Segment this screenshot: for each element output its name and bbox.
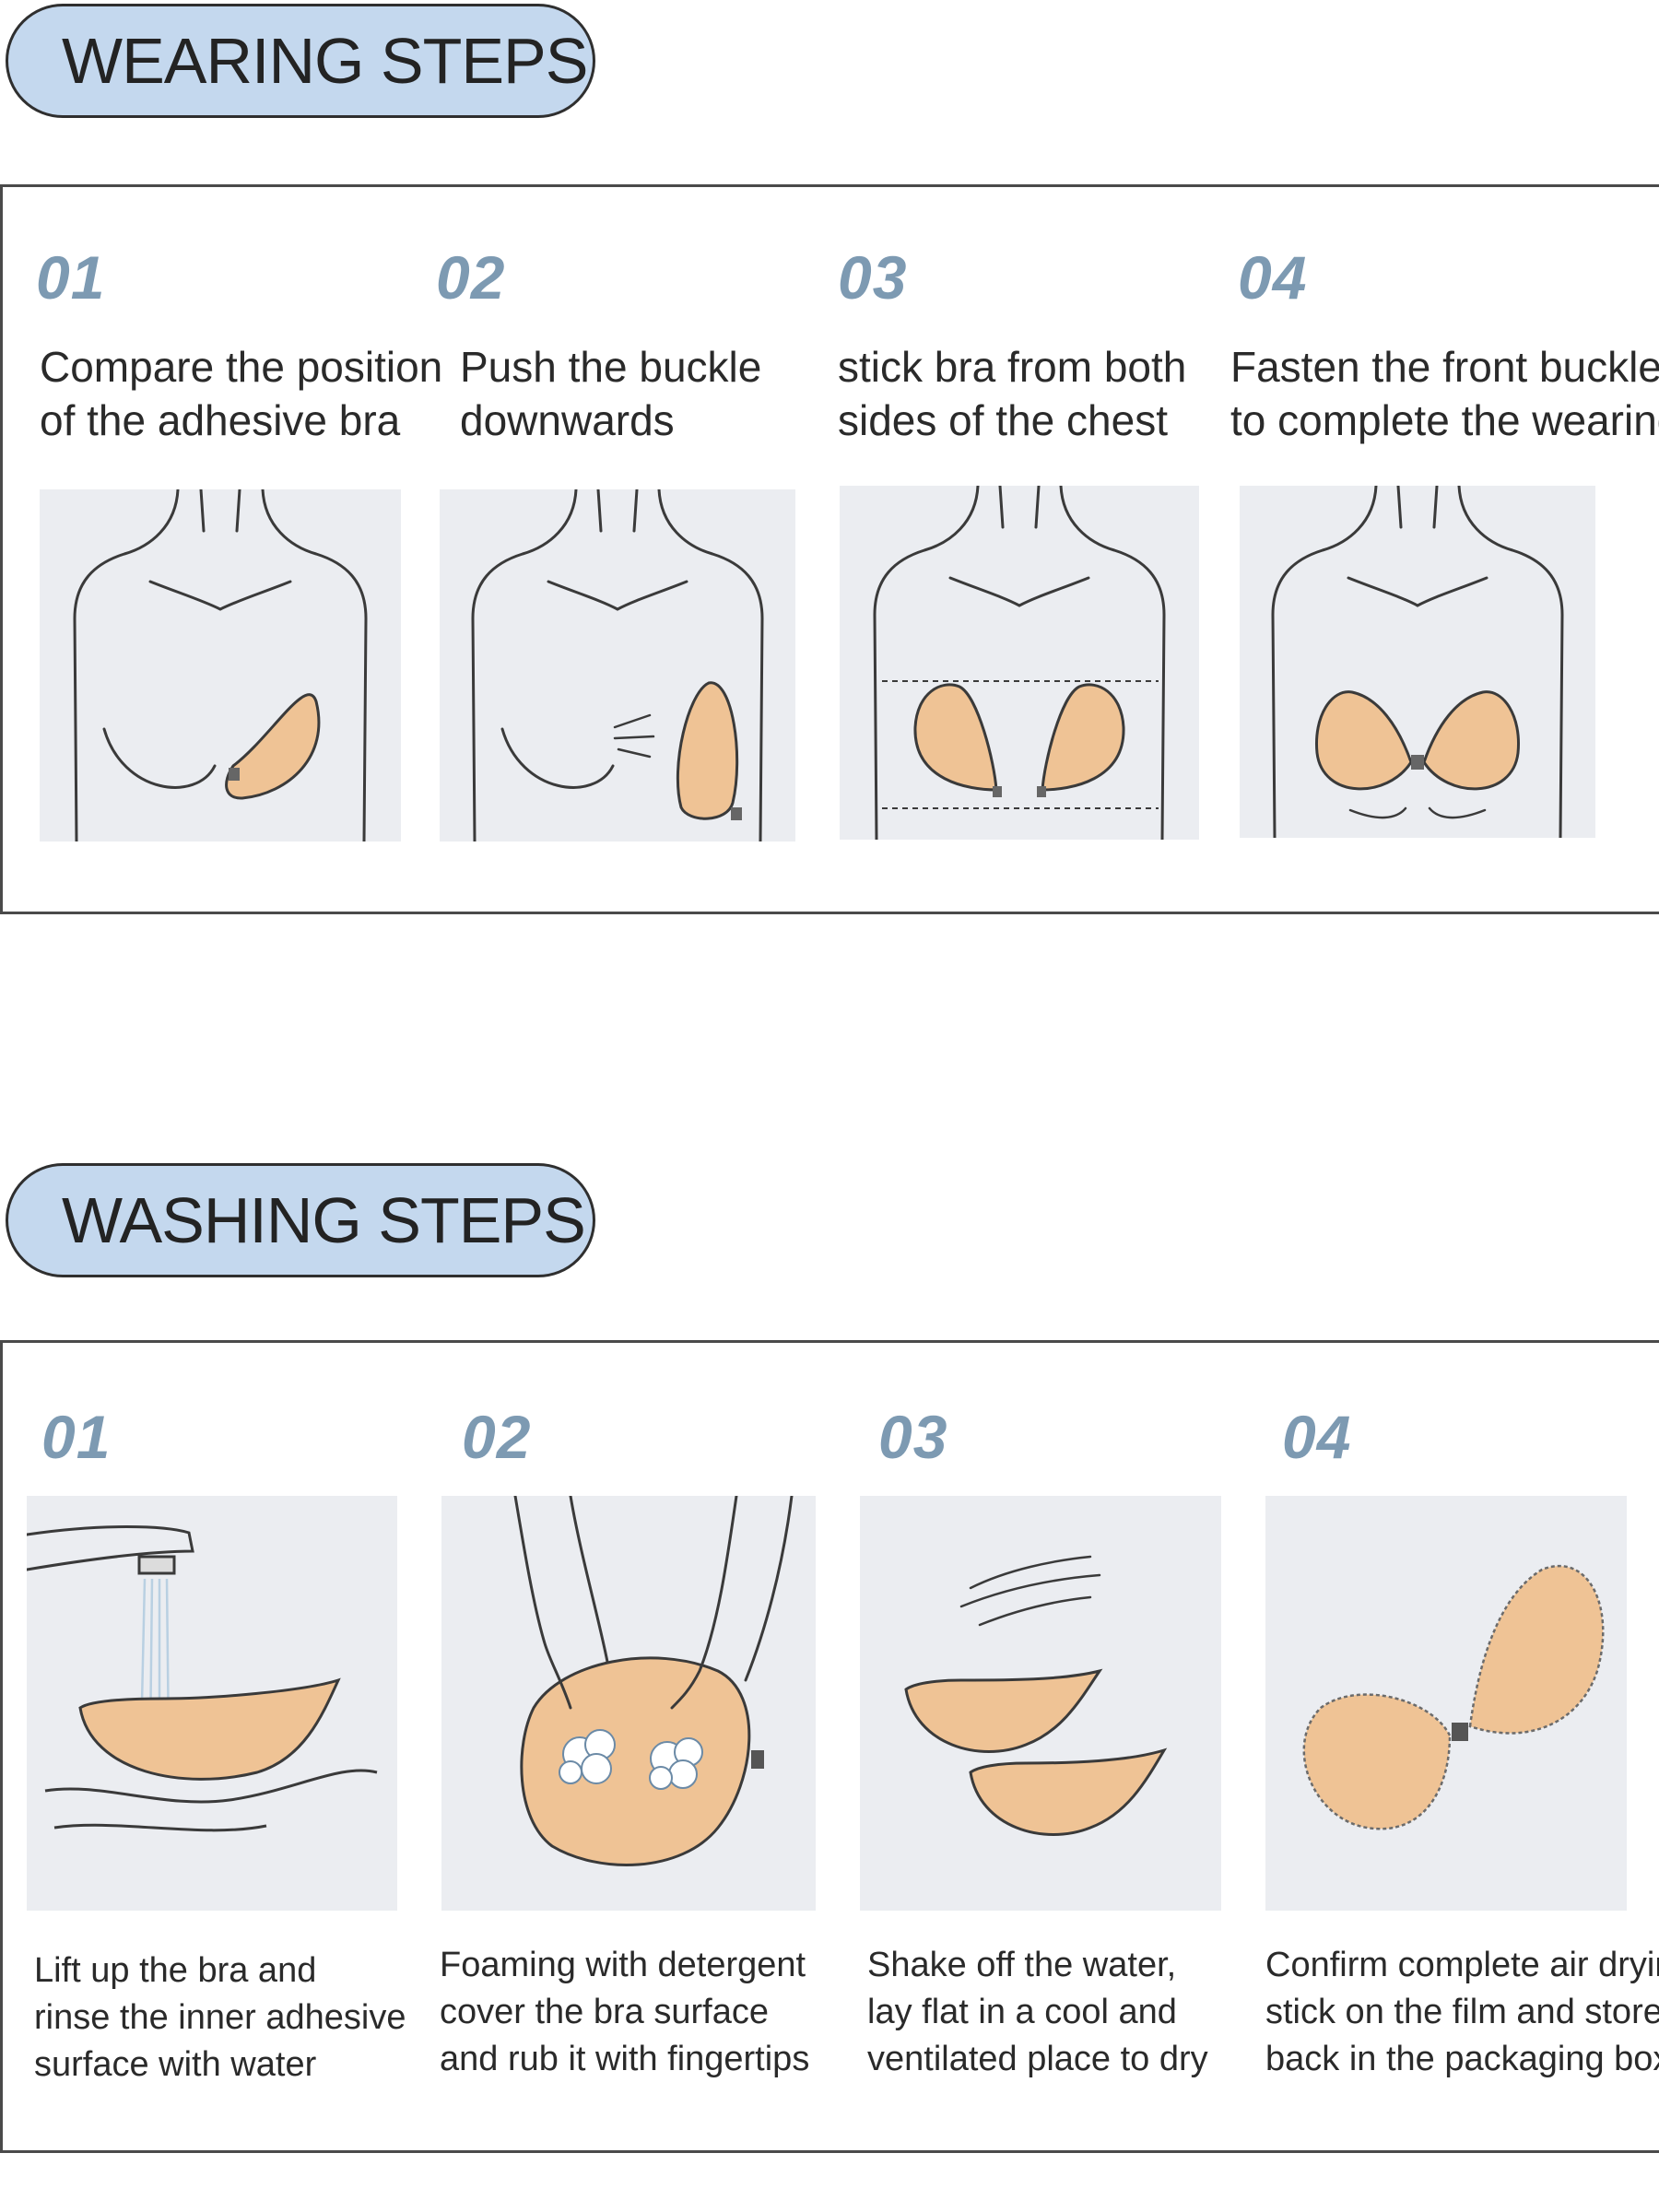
washing-steps-header: WASHING STEPS — [6, 1163, 595, 1277]
torso-illustration-stick — [840, 486, 1199, 840]
step-description-line: downwards — [460, 396, 675, 444]
step-description-line: surface with water — [34, 2045, 317, 2084]
drying-illustration — [860, 1496, 1221, 1911]
torso-illustration-compare — [40, 489, 401, 841]
step-number: 04 — [1238, 243, 1308, 312]
step-description: Lift up the bra and rinse the inner adhe… — [34, 1947, 406, 2088]
step-number: 03 — [838, 243, 908, 312]
step-description: Fasten the front buckle to complete the … — [1230, 340, 1659, 447]
step-description-line: rinse the inner adhesive — [34, 1998, 406, 2037]
step-description-line: ventilated place to dry — [867, 2040, 1208, 2078]
step-description: Push the buckle downwards — [460, 340, 761, 447]
rinse-illustration — [27, 1496, 397, 1911]
step-number: 02 — [462, 1403, 532, 1471]
step-description-line: Foaming with detergent — [440, 1946, 806, 1984]
foaming-illustration — [441, 1496, 816, 1911]
step-description-line: Lift up the bra and — [34, 1951, 317, 1990]
wearing-steps-header: WEARING STEPS — [6, 4, 595, 118]
step-description: Shake off the water, lay flat in a cool … — [867, 1942, 1208, 2083]
storage-illustration — [1265, 1496, 1627, 1911]
step-description: Confirm complete air drying stick on the… — [1265, 1942, 1659, 2083]
step-description-line: Compare the position — [40, 343, 443, 391]
step-description-line: cover the bra surface — [440, 1993, 769, 2031]
torso-illustration-push — [440, 489, 795, 841]
step-description-line: and rub it with fingertips — [440, 2040, 810, 2078]
wearing-steps-panel: 01 Compare the position of the adhesive … — [0, 184, 1659, 914]
step-description-line: stick bra from both — [838, 343, 1187, 391]
step-number: 04 — [1282, 1403, 1352, 1471]
step-number: 03 — [878, 1403, 948, 1471]
step-number: 02 — [436, 243, 506, 312]
step-description-line: lay flat in a cool and — [867, 1993, 1177, 2031]
step-description-line: Confirm complete air drying — [1265, 1946, 1659, 1984]
step-description: Foaming with detergent cover the bra sur… — [440, 1942, 809, 2083]
step-description-line: Shake off the water, — [867, 1946, 1177, 1984]
step-description-line: back in the packaging box — [1265, 2040, 1659, 2078]
step-description-line: stick on the film and store — [1265, 1993, 1659, 2031]
step-description: Compare the position of the adhesive bra — [40, 340, 442, 447]
step-description: stick bra from both sides of the chest — [838, 340, 1186, 447]
step-description-line: Fasten the front buckle — [1230, 343, 1659, 391]
step-description-line: of the adhesive bra — [40, 396, 401, 444]
washing-steps-panel: 01 Lift up the bra and rinse the inner — [0, 1340, 1659, 2153]
step-description-line: sides of the chest — [838, 396, 1168, 444]
step-description-line: Push the buckle — [460, 343, 762, 391]
step-description-line: to complete the wearing — [1230, 396, 1659, 444]
washing-steps-title: WASHING STEPS — [62, 1184, 586, 1256]
torso-illustration-fasten — [1240, 486, 1595, 838]
wearing-steps-title: WEARING STEPS — [62, 25, 588, 97]
step-number: 01 — [36, 243, 106, 312]
step-number: 01 — [41, 1403, 112, 1471]
